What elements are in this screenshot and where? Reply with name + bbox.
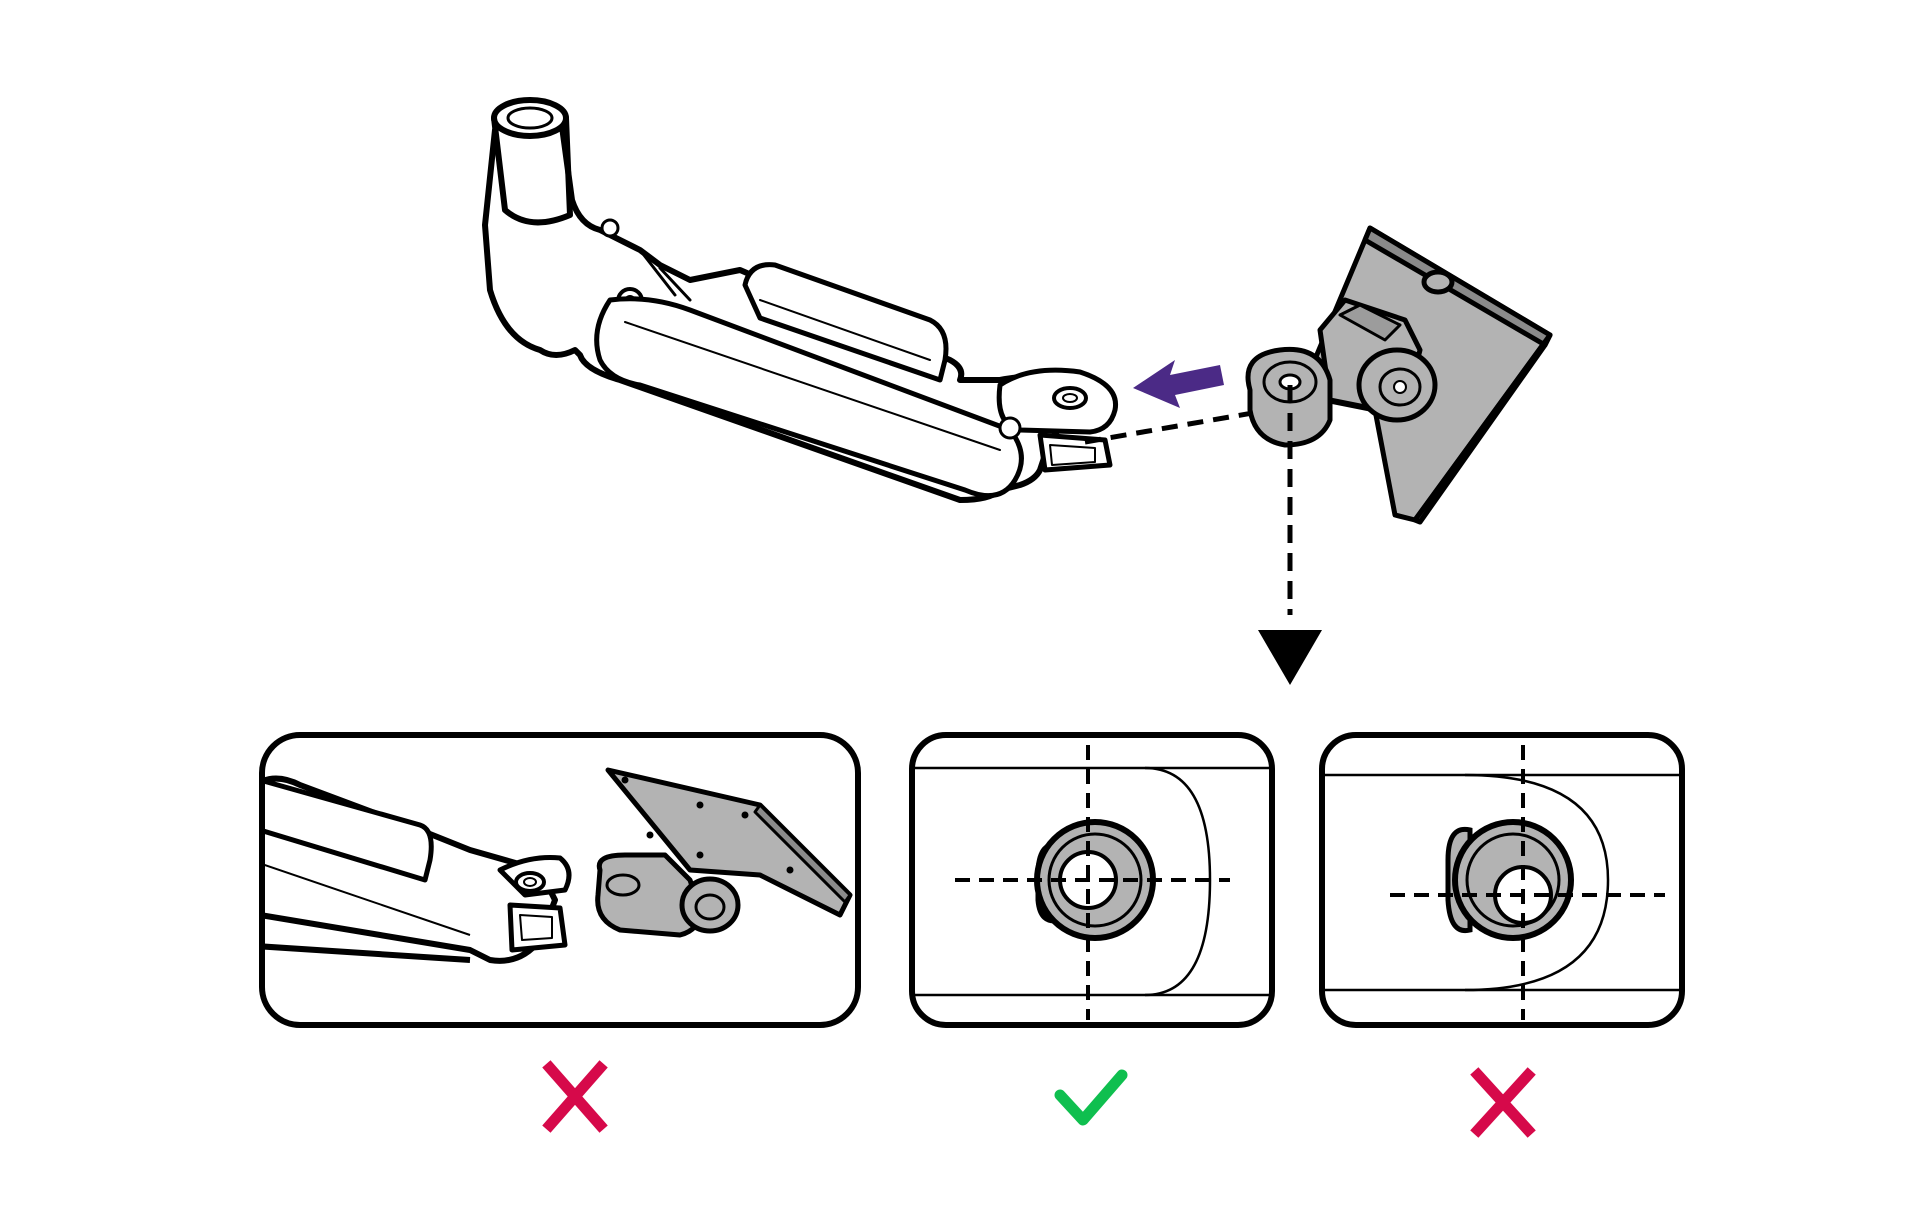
purple-arrow-icon (1133, 360, 1224, 408)
cross-icon (542, 1060, 608, 1133)
alignment-guide-horizontal (1084, 407, 1271, 445)
panel-aligned-holes (909, 732, 1275, 1028)
down-triangle-icon (1258, 630, 1322, 685)
checkmark-icon (1054, 1069, 1128, 1126)
panel-misaligned-holes (1319, 732, 1685, 1028)
panel-wrong-approach (259, 732, 861, 1028)
monitor-arm (482, 97, 1119, 503)
cross-icon (1470, 1067, 1536, 1138)
vesa-adapter (1245, 225, 1553, 525)
